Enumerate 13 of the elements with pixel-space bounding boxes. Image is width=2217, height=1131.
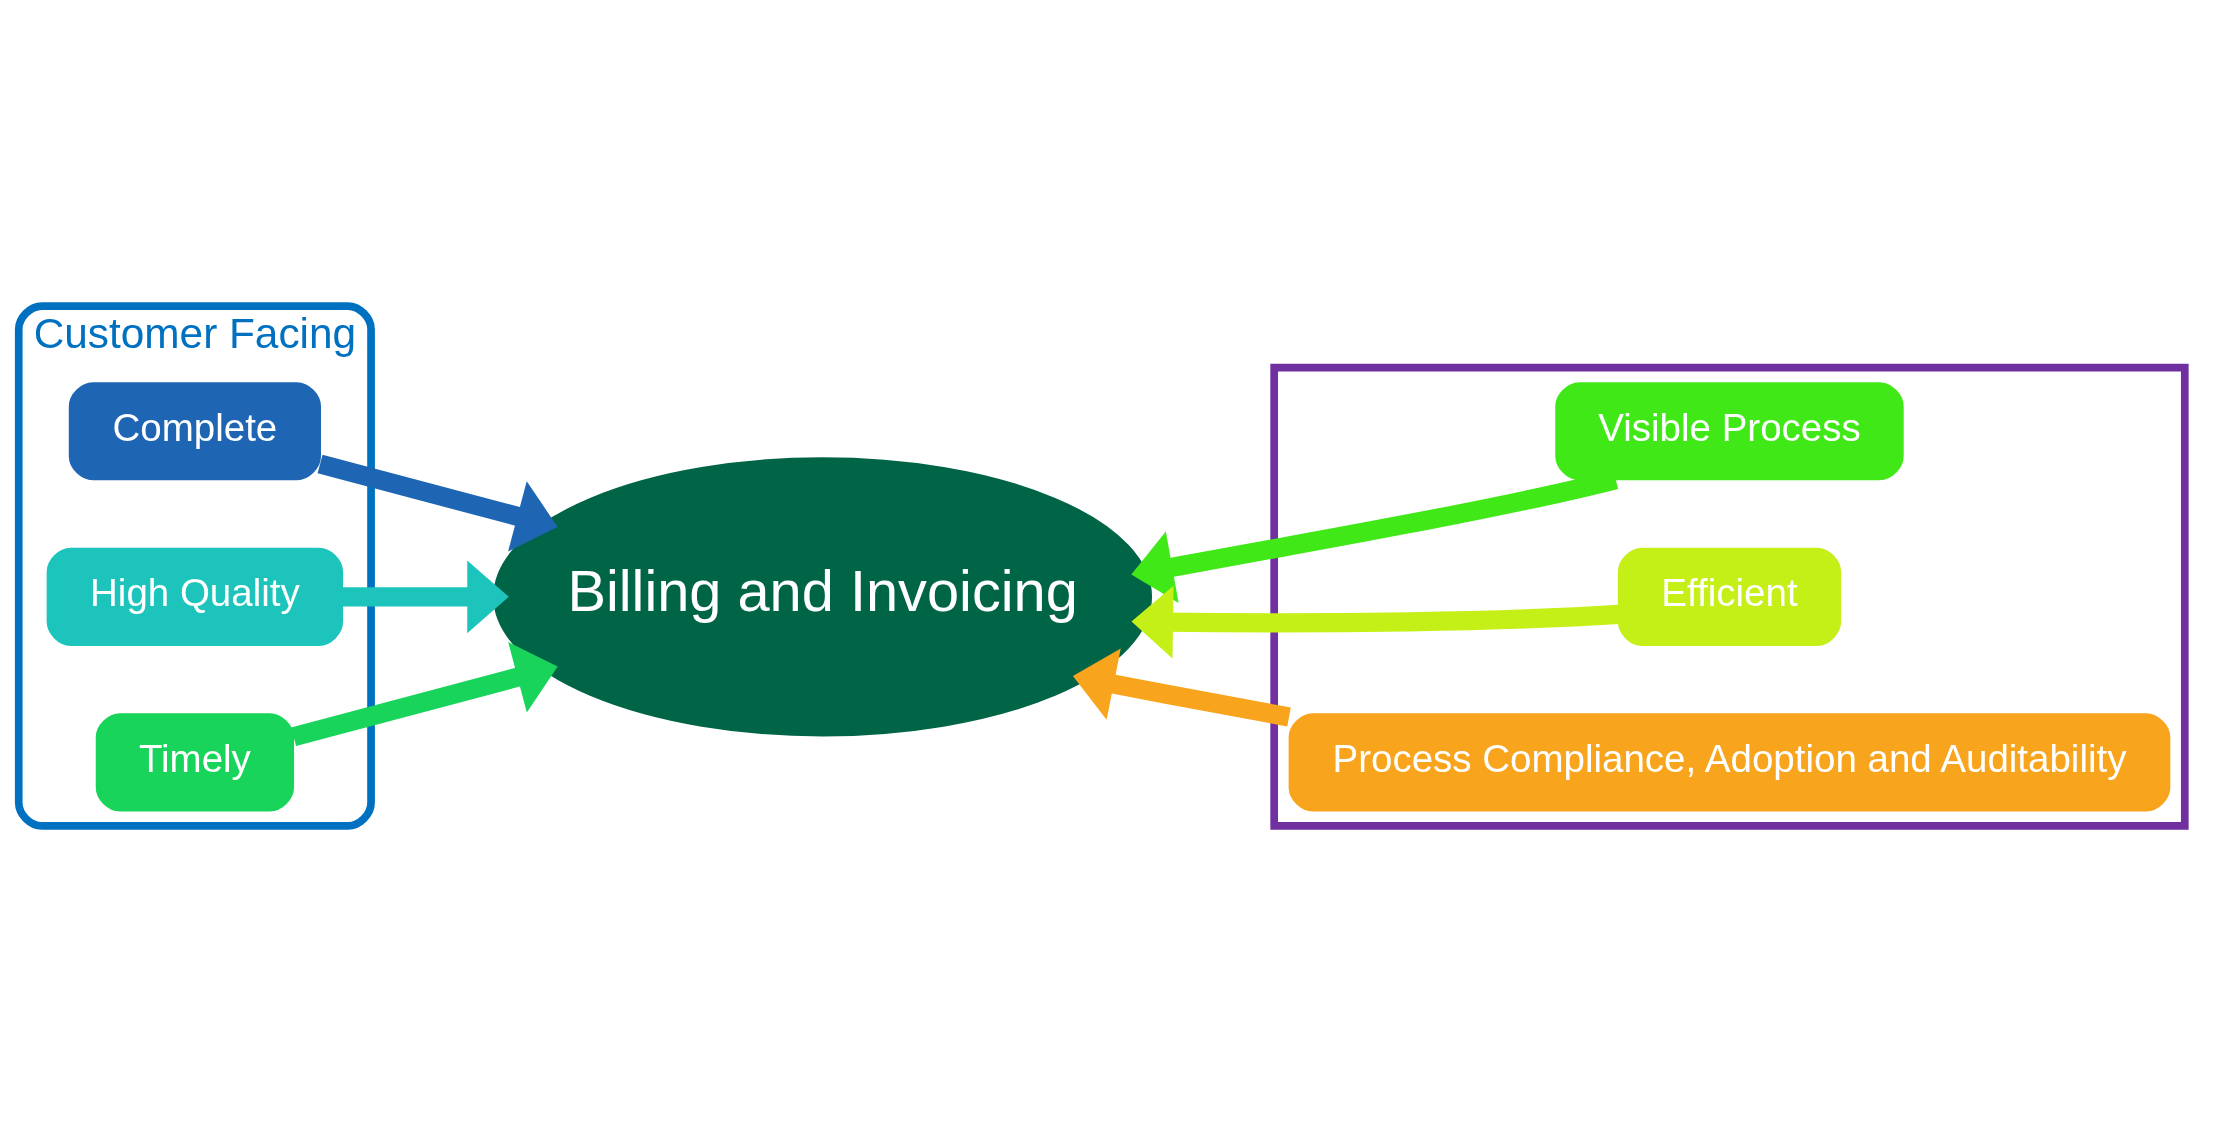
node-box: High Quality <box>46 547 344 646</box>
arrow <box>291 641 558 746</box>
arrow <box>1072 647 1291 726</box>
node-ellipse: Billing and Invoicing <box>493 456 1153 736</box>
node-box: Complete <box>68 381 321 480</box>
node-box: Visible Process <box>1555 381 1904 480</box>
arrow <box>1131 585 1620 659</box>
arrow <box>342 559 509 633</box>
arrow <box>317 454 558 551</box>
node-box: Efficient <box>1617 547 1842 646</box>
node-box: Process Compliance, Adoption and Auditability <box>1288 712 2171 811</box>
node-box: Timely <box>95 712 295 811</box>
cluster <box>1270 363 2189 830</box>
